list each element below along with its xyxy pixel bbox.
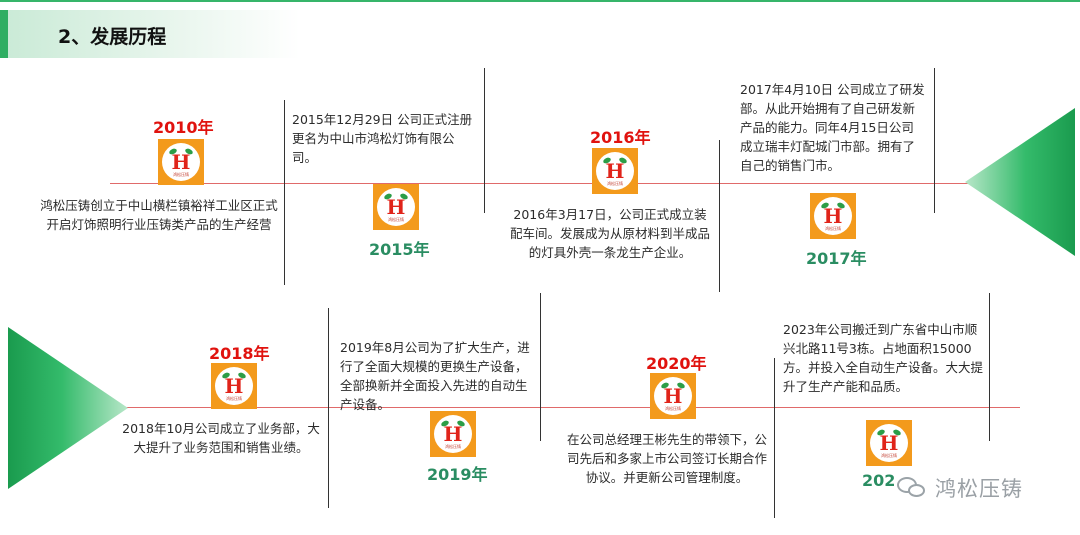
milestone-year: 2016年 [590, 128, 651, 147]
logo-h-mark: H [386, 195, 406, 219]
milestone-year: 2015年 [369, 240, 430, 259]
logo-caption: 鸿松压铸 [665, 406, 681, 411]
divider [719, 140, 720, 292]
divider [484, 68, 485, 213]
milestone-description: 2018年10月公司成立了业务部，大大提升了业务范围和销售业绩。 [122, 421, 320, 455]
milestone-year: 2010年 [153, 118, 214, 137]
logo-caption: 鸿松压铸 [881, 453, 897, 458]
milestone-year: 2017年 [806, 249, 867, 268]
wechat-watermark: 鸿松压铸 [897, 475, 1023, 501]
milestone-description: 2016年3月17日，公司正式成立装配车间。发展成为从原材料到半成品的灯具外壳一… [510, 207, 711, 260]
timeline-axis-top [110, 183, 970, 184]
timeline-axis-bottom [120, 407, 1020, 408]
timeline-arrowhead-bottom [8, 327, 128, 489]
section-title: 2、发展历程 [58, 26, 167, 48]
milestone-year: 202 [862, 471, 896, 490]
logo-caption: 鸿松压铸 [226, 396, 242, 401]
milestone-year: 2019年 [427, 465, 488, 484]
milestone-description: 2023年公司搬迁到广东省中山市顺兴北路11号3栋。占地面积15000方。并投入… [783, 322, 984, 394]
milestone-description: 2019年8月公司为了扩大生产，进行了全面大规模的更换生产设备，全部换新并全面投… [340, 340, 530, 412]
divider [774, 358, 775, 518]
milestone-description: 2015年12月29日 公司正式注册更名为中山市鸿松灯饰有限公司。 [292, 112, 473, 165]
logo-h-mark: H [663, 384, 683, 408]
divider [934, 68, 935, 213]
logo-h-mark: H [823, 204, 843, 228]
logo-h-mark: H [171, 150, 191, 174]
milestone-description: 在公司总经理王彬先生的带领下，公司先后和多家上市公司签订长期合作协议。并更新公司… [566, 432, 767, 485]
logo-h-mark: H [879, 431, 899, 455]
section-header-band [0, 10, 300, 58]
watermark-text: 鸿松压铸 [935, 477, 1023, 501]
logo-caption: 鸿松压铸 [173, 172, 189, 177]
milestone-description: 2017年4月10日 公司成立了研发部。从此开始拥有了自己研发新产品的能力。同年… [740, 82, 925, 173]
milestone-year: 2020年 [646, 354, 707, 373]
divider [989, 293, 990, 441]
top-accent-line [0, 0, 1080, 2]
timeline-arrowhead-top [965, 108, 1075, 256]
wechat-icon [897, 475, 929, 501]
logo-caption: 鸿松压铸 [607, 181, 623, 186]
logo-h-mark: H [605, 159, 625, 183]
milestone-year: 2018年 [209, 344, 270, 363]
logo-h-mark: H [443, 422, 463, 446]
logo-caption: 鸿松压铸 [388, 217, 404, 222]
milestone-description: 鸿松压铸创立于中山横栏镇裕祥工业区正式开启灯饰照明行业压铸类产品的生产经营 [40, 198, 278, 232]
logo-caption: 鸿松压铸 [445, 444, 461, 449]
logo-h-mark: H [224, 374, 244, 398]
divider [540, 293, 541, 441]
divider [284, 100, 285, 285]
logo-caption: 鸿松压铸 [825, 226, 841, 231]
divider [328, 308, 329, 508]
